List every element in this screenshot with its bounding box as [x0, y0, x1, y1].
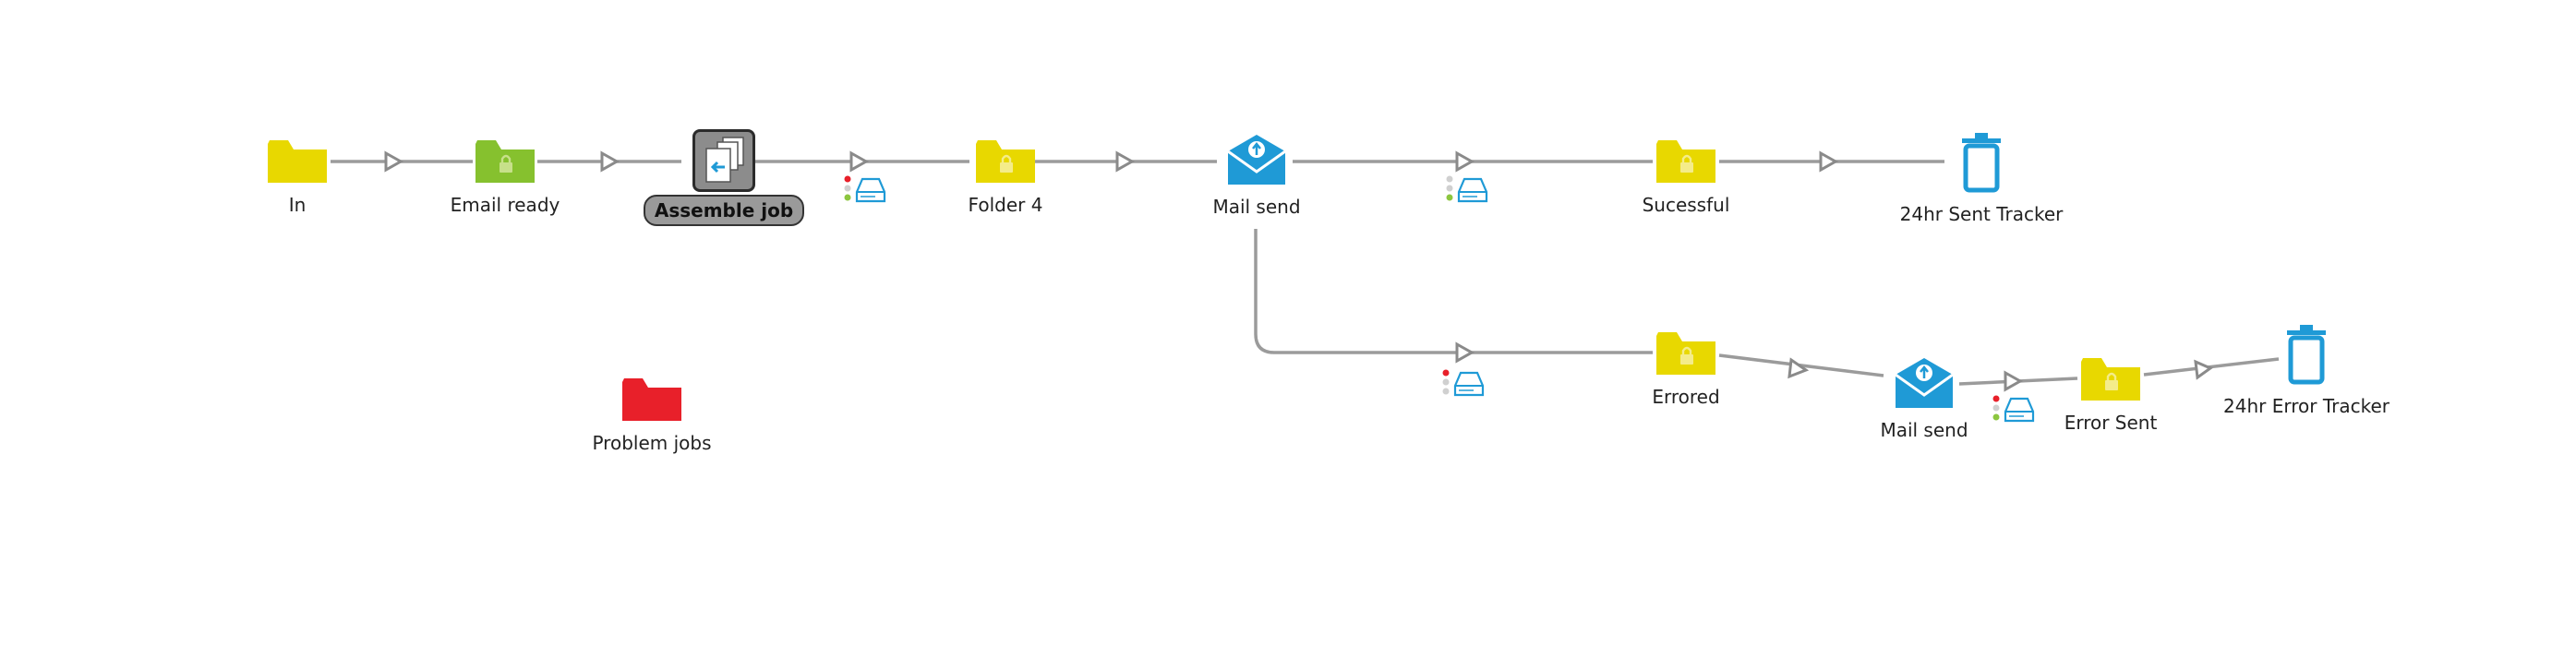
flow-node-mail-send-2[interactable]: Mail send [1813, 354, 2035, 441]
flow-node-email-ready[interactable]: Email ready [394, 137, 616, 216]
status-dot-grey [1442, 388, 1450, 395]
folder-icon [622, 378, 681, 421]
status-dot-grey [1442, 378, 1450, 386]
status-dot-green [844, 194, 851, 201]
connection-status-icon[interactable] [1992, 393, 2037, 434]
connection-error-sent-to-error-tracker[interactable] [2143, 357, 2280, 380]
connection-sucessful-to-sent-tracker[interactable] [1719, 150, 1944, 173]
locked-folder-icon [1656, 332, 1715, 375]
flow-node-24hr-sent-tracker[interactable]: 24hr Sent Tracker [1871, 131, 2092, 225]
node-label: Mail send [1212, 196, 1301, 218]
node-label: Error Sent [2064, 412, 2158, 434]
locked-folder-icon [1656, 140, 1715, 183]
status-dot-green [1446, 194, 1453, 201]
connection-arrow [1115, 150, 1136, 173]
locked-folder-icon [475, 140, 535, 183]
node-label: Errored [1652, 386, 1720, 408]
trash-icon [1962, 133, 2001, 193]
mail-send-icon [1227, 135, 1286, 185]
flow-node-sucessful[interactable]: Sucessful [1575, 137, 1797, 216]
flow-node-assemble-job[interactable]: Assemble job [613, 129, 835, 226]
connection-arrow [2194, 359, 2214, 380]
status-dot-red [1442, 369, 1450, 377]
node-label: Folder 4 [968, 194, 1043, 216]
connection-arrow [2004, 370, 2024, 392]
node-label: Sucessful [1642, 194, 1730, 216]
status-dot-red [1992, 395, 2000, 402]
connection-status-icon[interactable] [1442, 367, 1487, 408]
connection-mail-send-2-to-error-sent[interactable] [1958, 370, 2078, 392]
connection-folder-4-to-mail-send[interactable] [1034, 150, 1217, 173]
locked-folder-icon [976, 140, 1035, 183]
drive-icon [1453, 371, 1485, 397]
connection-arrow [384, 150, 404, 173]
status-dot-grey [1992, 404, 2000, 412]
node-label: 24hr Error Tracker [2223, 395, 2389, 417]
connection-errored-to-mail-send-2[interactable] [1718, 353, 1884, 379]
connection-email-ready-to-assemble-job[interactable] [537, 150, 681, 173]
flow-node-error-sent[interactable]: Error Sent [2000, 354, 2221, 434]
drive-icon [1457, 177, 1488, 203]
connection-arrow [600, 150, 620, 173]
flow-node-in[interactable]: In [187, 137, 408, 216]
connection-status-icon[interactable] [844, 173, 888, 214]
status-dot-green [1992, 413, 2000, 421]
node-label: Email ready [450, 194, 560, 216]
node-selection-frame [692, 129, 755, 192]
flow-node-errored[interactable]: Errored [1575, 329, 1797, 408]
connection-arrow [1455, 150, 1475, 173]
flow-node-folder-4[interactable]: Folder 4 [895, 137, 1116, 216]
connection-arrow [1819, 150, 1839, 173]
folder-icon [268, 140, 327, 183]
connection-arrow [1455, 341, 1475, 364]
node-label: Mail send [1880, 419, 1968, 441]
node-label: Problem jobs [592, 432, 712, 454]
connection-arrow [1788, 357, 1810, 379]
flow-node-mail-send[interactable]: Mail send [1146, 131, 1367, 218]
status-dot-grey [1446, 185, 1453, 192]
flow-node-problem-jobs[interactable]: Problem jobs [541, 375, 763, 454]
node-label: In [288, 194, 307, 216]
connection-in-to-email-ready[interactable] [331, 150, 473, 173]
locked-folder-icon [2081, 358, 2140, 401]
status-dot-grey [1446, 175, 1453, 183]
connection-mail-send-to-sucessful[interactable] [1293, 150, 1653, 173]
mail-send-icon [1895, 358, 1954, 408]
node-label: Assemble job [643, 195, 805, 226]
trash-icon [2287, 325, 2326, 385]
status-dot-red [844, 175, 851, 183]
connection-status-icon[interactable] [1446, 173, 1490, 214]
connection-arrow [849, 150, 870, 173]
drive-icon [855, 177, 886, 203]
flow-node-24hr-error-tracker[interactable]: 24hr Error Tracker [2196, 323, 2417, 417]
node-label: 24hr Sent Tracker [1899, 203, 2064, 225]
connection-assemble-job-to-folder-4[interactable] [755, 150, 969, 173]
connection-mail-send-to-errored[interactable] [1254, 229, 1653, 364]
assemble-job-icon [705, 137, 744, 183]
status-dot-grey [844, 185, 851, 192]
